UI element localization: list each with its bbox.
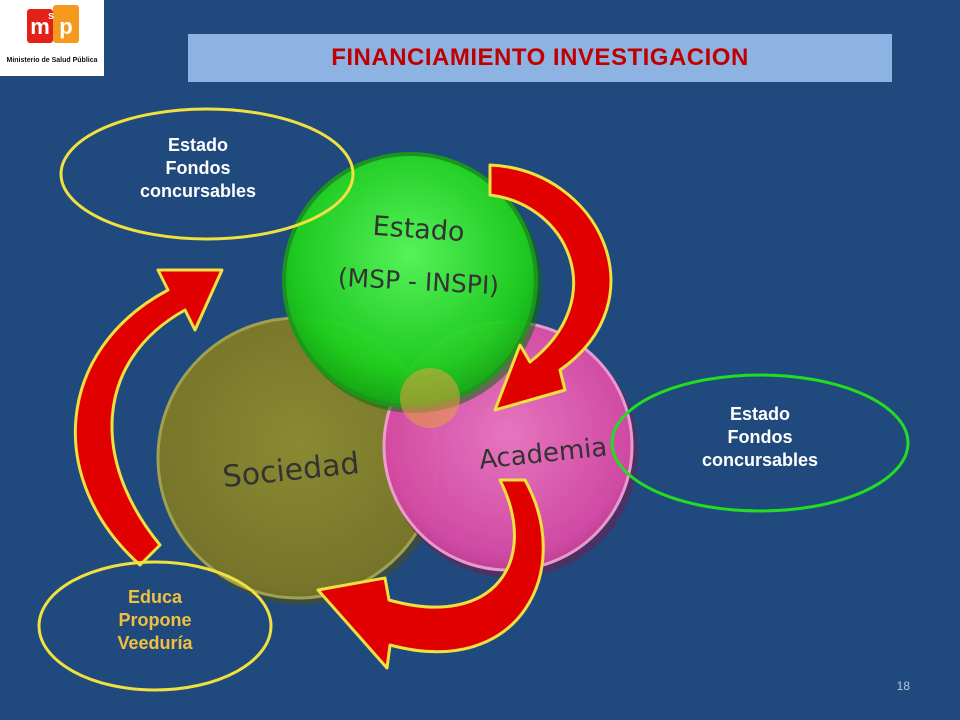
overlap-center: [400, 368, 460, 428]
oval-right-line: Estado: [729, 404, 790, 424]
oval-top-line: concursables: [139, 181, 257, 201]
oval-right: [610, 373, 910, 513]
oval-top-left: [59, 107, 355, 241]
page-title: FINANCIAMIENTO INVESTIGACION: [188, 34, 892, 82]
logo-caption: Ministerio de Salud Pública: [6, 57, 98, 64]
oval-bottom-left-text: Educa Propone Veeduría: [55, 586, 255, 655]
ministry-logo: m s p Ministerio de Salud Pública: [0, 0, 104, 76]
logo-letter-s: s: [48, 10, 54, 22]
estado-label: Estado: [372, 211, 466, 248]
oval-bottom-line: Veeduría: [117, 633, 193, 653]
page-number: 18: [896, 679, 910, 693]
oval-top-line: Estado: [167, 135, 228, 155]
arrow-estado-to-academia: [488, 163, 613, 412]
oval-bottom-line: Educa: [127, 587, 183, 607]
oval-bottom-line: Propone: [118, 610, 192, 630]
msp-logo-icon: m s p: [27, 5, 79, 43]
oval-top-line: Fondos: [165, 158, 231, 178]
oval-bottom-left: [37, 560, 273, 692]
oval-right-line: concursables: [701, 450, 819, 470]
logo-letter-p: p: [59, 14, 72, 39]
oval-right-text: Estado Fondos concursables: [650, 403, 870, 472]
arrow-sociedad-to-estado: [73, 268, 224, 567]
logo-letter-m: m: [30, 14, 50, 39]
oval-right-line: Fondos: [727, 427, 793, 447]
estado-circle: [282, 152, 542, 413]
oval-top-left-text: Estado Fondos concursables: [88, 134, 308, 203]
arrow-academia-to-sociedad: [316, 478, 545, 670]
